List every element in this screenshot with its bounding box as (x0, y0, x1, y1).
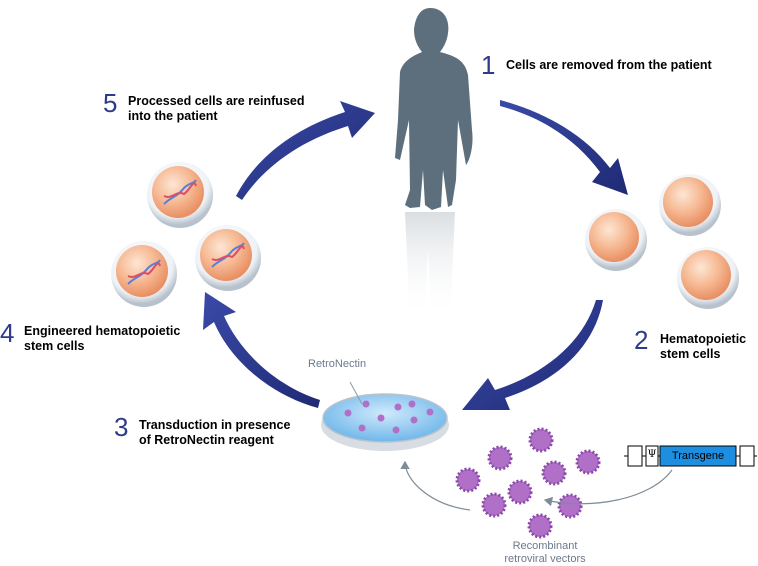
arrow-2-to-3 (462, 300, 603, 410)
arrow-3-to-4 (203, 292, 320, 408)
engineered-cell (111, 241, 177, 307)
step-4-label: Engineered hematopoietic stem cells (24, 324, 181, 353)
arrow-5-to-1 (236, 101, 375, 200)
step-5-number: 5 (103, 88, 118, 118)
dish-label: RetroNectin (308, 358, 367, 370)
step-2-label: Hematopoietic stem cells (660, 332, 747, 361)
dish-label-leader (349, 381, 363, 405)
step-1-number: 1 (481, 50, 496, 80)
engineered-cells (111, 162, 261, 307)
step-3-label: Transduction in presence of RetroNectin … (139, 418, 291, 447)
engineered-cell (195, 225, 261, 291)
step-5-label: Processed cells are reinfused into the p… (128, 94, 305, 123)
transgene-construct (624, 445, 757, 467)
step-3-number: 3 (114, 412, 129, 442)
dish-viruses (344, 400, 434, 434)
step-2-number: 2 (634, 325, 649, 355)
construct-to-vectors-arrow (543, 469, 673, 507)
vectors-label: Recombinant retroviral vectors (504, 540, 586, 565)
retroviral-vectors (455, 427, 601, 539)
transgene-label: Transgene (671, 450, 725, 462)
engineered-cell (147, 162, 213, 228)
stem-cells-removed (585, 174, 739, 309)
arrow-1-to-2 (500, 100, 628, 195)
petri-dish (321, 381, 449, 451)
vectors-to-dish-arrow (400, 460, 471, 511)
step-1-label: Cells are removed from the patient (506, 58, 712, 72)
patient-silhouette (395, 8, 473, 320)
psi-symbol: Ψ (647, 449, 657, 460)
step-4-number: 4 (0, 318, 15, 348)
